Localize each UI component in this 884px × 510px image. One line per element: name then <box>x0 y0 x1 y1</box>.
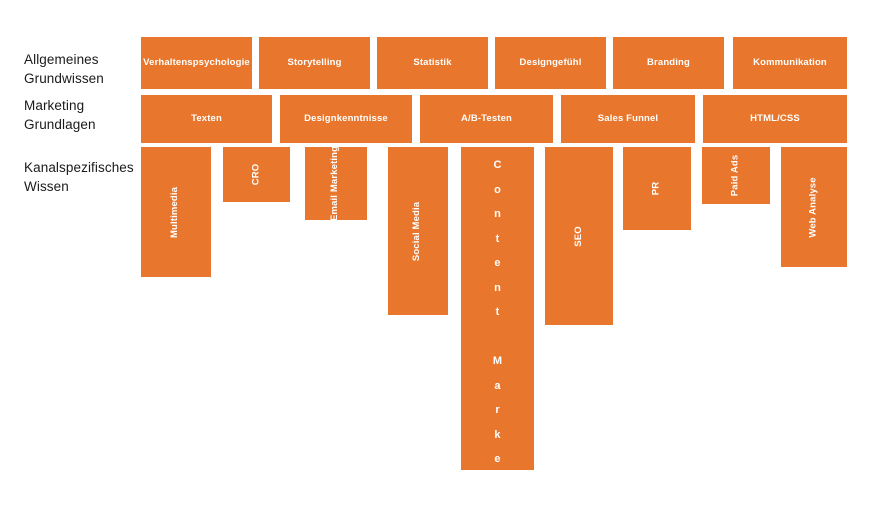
row-label-kanalspezifisches-wissen: Kanalspezifisches Wissen <box>24 160 134 194</box>
block-label: Kommunikation <box>753 56 827 68</box>
block-social-media[interactable]: Social Media <box>388 147 448 315</box>
block-label: A/B-Testen <box>461 112 512 124</box>
block-email-marketing[interactable]: Email Marketing <box>305 147 367 220</box>
block-label: Texten <box>191 112 222 124</box>
block-verhaltenspsychologie[interactable]: Verhaltenspsychologie <box>141 37 252 89</box>
block-seo[interactable]: SEO <box>545 147 613 325</box>
block-content-marketing[interactable]: C o n t e n t M a r k e t i n g <box>461 147 534 470</box>
block-web-analyse[interactable]: Web Analyse <box>781 147 847 267</box>
block-pr[interactable]: PR <box>623 147 691 230</box>
block-label: Sales Funnel <box>597 112 659 124</box>
block-label: PR <box>650 181 662 196</box>
block-paid-ads[interactable]: Paid Ads <box>702 147 770 204</box>
block-texten[interactable]: Texten <box>141 95 272 143</box>
block-label: Email Marketing <box>329 147 341 220</box>
block-label: Branding <box>647 56 690 68</box>
block-label: Storytelling <box>287 56 342 68</box>
block-label: SEO <box>572 225 584 247</box>
block-label: Designgefühl <box>519 56 582 68</box>
block-kommunikation[interactable]: Kommunikation <box>733 37 847 89</box>
block-label: Designkenntnisse <box>304 112 388 124</box>
block-label: Verhaltenspsychologie <box>143 56 250 68</box>
block-label: C o n t e n t M a r k e t i n g <box>492 159 503 465</box>
block-label: Web Analyse <box>807 176 819 238</box>
block-statistik[interactable]: Statistik <box>377 37 488 89</box>
block-storytelling[interactable]: Storytelling <box>259 37 370 89</box>
row-label-allgemeines-grundwissen: Allgemeines Grundwissen <box>24 52 104 86</box>
row-label-marketing-grundlagen: Marketing Grundlagen <box>24 98 96 132</box>
block-ab-testen[interactable]: A/B-Testen <box>420 95 553 143</box>
block-cro[interactable]: CRO <box>223 147 290 202</box>
block-label: HTML/CSS <box>750 112 800 124</box>
block-html-css[interactable]: HTML/CSS <box>703 95 847 143</box>
block-label: Statistik <box>413 56 452 68</box>
block-multimedia[interactable]: Multimedia <box>141 147 211 277</box>
block-label: Multimedia <box>169 186 181 238</box>
block-label: CRO <box>250 163 262 186</box>
block-designgefuehl[interactable]: Designgefühl <box>495 37 606 89</box>
block-sales-funnel[interactable]: Sales Funnel <box>561 95 695 143</box>
block-designkenntnisse[interactable]: Designkenntnisse <box>280 95 412 143</box>
block-label: Paid Ads <box>729 154 741 197</box>
block-branding[interactable]: Branding <box>613 37 724 89</box>
block-label: Social Media <box>411 201 423 261</box>
